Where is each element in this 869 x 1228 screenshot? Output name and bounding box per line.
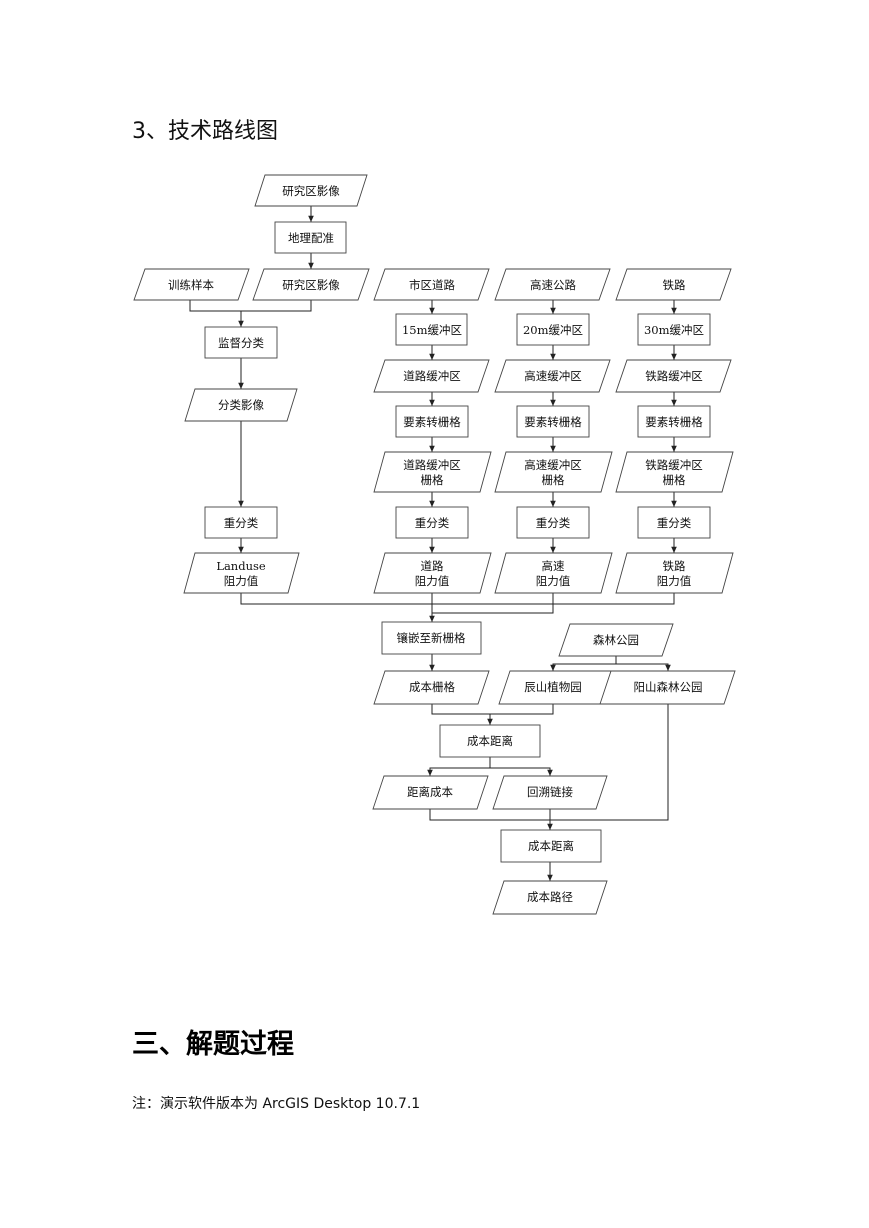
io-node-railway-resistance: 铁路 阻力值 xyxy=(615,552,734,594)
io-node-highway-buffer-zone: 高速缓冲区 xyxy=(494,359,611,393)
svg-text:栅格: 栅格 xyxy=(663,473,686,487)
svg-text:道路缓冲区: 道路缓冲区 xyxy=(403,369,461,383)
process-node-supervised-classification: 监督分类 xyxy=(204,326,278,359)
flowchart-connectors xyxy=(189,206,677,881)
io-node-yangshan-forest-park: 阳山森林公园 xyxy=(599,670,736,705)
software-version-note: 注：演示软件版本为 ArcGIS Desktop 10.7.1 xyxy=(132,1096,421,1112)
svg-text:成本路径: 成本路径 xyxy=(527,890,573,904)
svg-text:要素转栅格: 要素转栅格 xyxy=(403,415,461,429)
process-node-road-feature-to-raster: 要素转栅格 xyxy=(395,405,469,438)
svg-text:监督分类: 监督分类 xyxy=(218,336,264,350)
io-node-cost-raster: 成本栅格 xyxy=(373,670,490,705)
svg-text:高速: 高速 xyxy=(542,559,565,573)
svg-text:高速公路: 高速公路 xyxy=(530,278,576,292)
process-node-reclassify-highway: 重分类 xyxy=(516,506,590,539)
svg-text:阻力值: 阻力值 xyxy=(536,574,571,588)
svg-text:辰山植物园: 辰山植物园 xyxy=(524,680,582,694)
io-node-study-image: 研究区影像 xyxy=(252,268,370,301)
io-node-distance-cost: 距离成本 xyxy=(372,775,489,810)
process-node-reclassify-road: 重分类 xyxy=(395,506,469,539)
io-node-highway-buffer-raster: 高速缓冲区 栅格 xyxy=(494,451,613,493)
process-node-mosaic-to-new-raster: 镶嵌至新栅格 xyxy=(381,621,482,655)
svg-text:森林公园: 森林公园 xyxy=(593,633,639,647)
process-node-highway-feature-to-raster: 要素转栅格 xyxy=(516,405,590,438)
svg-text:训练样本: 训练样本 xyxy=(168,278,214,292)
svg-text:分类影像: 分类影像 xyxy=(218,398,264,412)
svg-text:高速缓冲区: 高速缓冲区 xyxy=(524,369,582,383)
io-node-road-buffer-raster: 道路缓冲区 栅格 xyxy=(373,451,492,493)
process-node-railway-feature-to-raster: 要素转栅格 xyxy=(637,405,711,438)
svg-text:铁路: 铁路 xyxy=(663,278,686,292)
svg-text:栅格: 栅格 xyxy=(542,473,565,487)
io-node-highway: 高速公路 xyxy=(494,268,611,301)
io-node-road-resistance: 道路 阻力值 xyxy=(373,552,492,594)
section-heading-solution-process: 三、解题过程 xyxy=(132,1029,294,1060)
io-node-urban-roads: 市区道路 xyxy=(373,268,490,301)
svg-text:重分类: 重分类 xyxy=(415,516,450,530)
svg-text:道路缓冲区: 道路缓冲区 xyxy=(403,458,461,472)
process-node-reclassify-landuse: 重分类 xyxy=(204,506,278,539)
svg-text:回溯链接: 回溯链接 xyxy=(527,785,573,799)
svg-text:镶嵌至新栅格: 镶嵌至新栅格 xyxy=(397,631,466,645)
svg-text:栅格: 栅格 xyxy=(421,473,444,487)
svg-text:阻力值: 阻力值 xyxy=(415,574,450,588)
svg-text:高速缓冲区: 高速缓冲区 xyxy=(524,458,582,472)
process-node-road-buffer-15m: 15m缓冲区 xyxy=(395,313,468,346)
io-node-chenshan-botanical-garden: 辰山植物园 xyxy=(498,670,614,705)
svg-text:30m缓冲区: 30m缓冲区 xyxy=(644,323,704,337)
process-node-highway-buffer-20m: 20m缓冲区 xyxy=(516,313,590,346)
svg-text:阳山森林公园: 阳山森林公园 xyxy=(634,680,703,694)
process-node-georeference: 地理配准 xyxy=(274,221,347,254)
svg-text:要素转栅格: 要素转栅格 xyxy=(524,415,582,429)
io-node-railway-buffer-zone: 铁路缓冲区 xyxy=(615,359,732,393)
svg-text:市区道路: 市区道路 xyxy=(409,278,455,292)
svg-text:Landuse: Landuse xyxy=(216,559,266,573)
svg-text:阻力值: 阻力值 xyxy=(224,574,259,588)
process-node-cost-distance-1: 成本距离 xyxy=(439,724,541,758)
io-node-railway-buffer-raster: 铁路缓冲区 栅格 xyxy=(615,451,734,493)
svg-text:成本栅格: 成本栅格 xyxy=(409,680,455,694)
svg-text:阻力值: 阻力值 xyxy=(657,574,692,588)
io-node-highway-resistance: 高速 阻力值 xyxy=(494,552,613,594)
svg-text:铁路: 铁路 xyxy=(663,559,686,573)
io-node-classified-image: 分类影像 xyxy=(184,388,298,422)
svg-text:铁路缓冲区: 铁路缓冲区 xyxy=(645,369,703,383)
io-node-landuse-resistance: Landuse 阻力值 xyxy=(183,552,300,594)
svg-text:20m缓冲区: 20m缓冲区 xyxy=(523,323,583,337)
svg-text:地理配准: 地理配准 xyxy=(288,231,334,245)
process-node-reclassify-railway: 重分类 xyxy=(637,506,711,539)
svg-text:研究区影像: 研究区影像 xyxy=(282,278,340,292)
svg-text:距离成本: 距离成本 xyxy=(407,785,453,799)
svg-text:15m缓冲区: 15m缓冲区 xyxy=(402,323,462,337)
svg-text:重分类: 重分类 xyxy=(536,516,571,530)
svg-text:研究区影像: 研究区影像 xyxy=(282,184,340,198)
svg-text:铁路缓冲区: 铁路缓冲区 xyxy=(645,458,703,472)
io-node-study-image-top: 研究区影像 xyxy=(254,174,368,207)
svg-text:成本距离: 成本距离 xyxy=(528,839,574,853)
section-heading-roadmap: 3、技术路线图 xyxy=(132,119,278,144)
io-node-training-samples: 训练样本 xyxy=(133,268,250,301)
io-node-forest-park: 森林公园 xyxy=(558,623,674,657)
io-node-backlink: 回溯链接 xyxy=(492,775,608,810)
io-node-road-buffer-zone: 道路缓冲区 xyxy=(373,359,490,393)
svg-text:成本距离: 成本距离 xyxy=(467,734,513,748)
io-node-cost-path: 成本路径 xyxy=(492,880,608,915)
svg-text:道路: 道路 xyxy=(421,559,444,573)
process-node-railway-buffer-30m: 30m缓冲区 xyxy=(637,313,711,346)
svg-text:重分类: 重分类 xyxy=(224,516,259,530)
io-node-railway: 铁路 xyxy=(615,268,732,301)
process-node-cost-distance-2: 成本距离 xyxy=(500,829,602,863)
svg-text:重分类: 重分类 xyxy=(657,516,692,530)
svg-text:要素转栅格: 要素转栅格 xyxy=(645,415,703,429)
